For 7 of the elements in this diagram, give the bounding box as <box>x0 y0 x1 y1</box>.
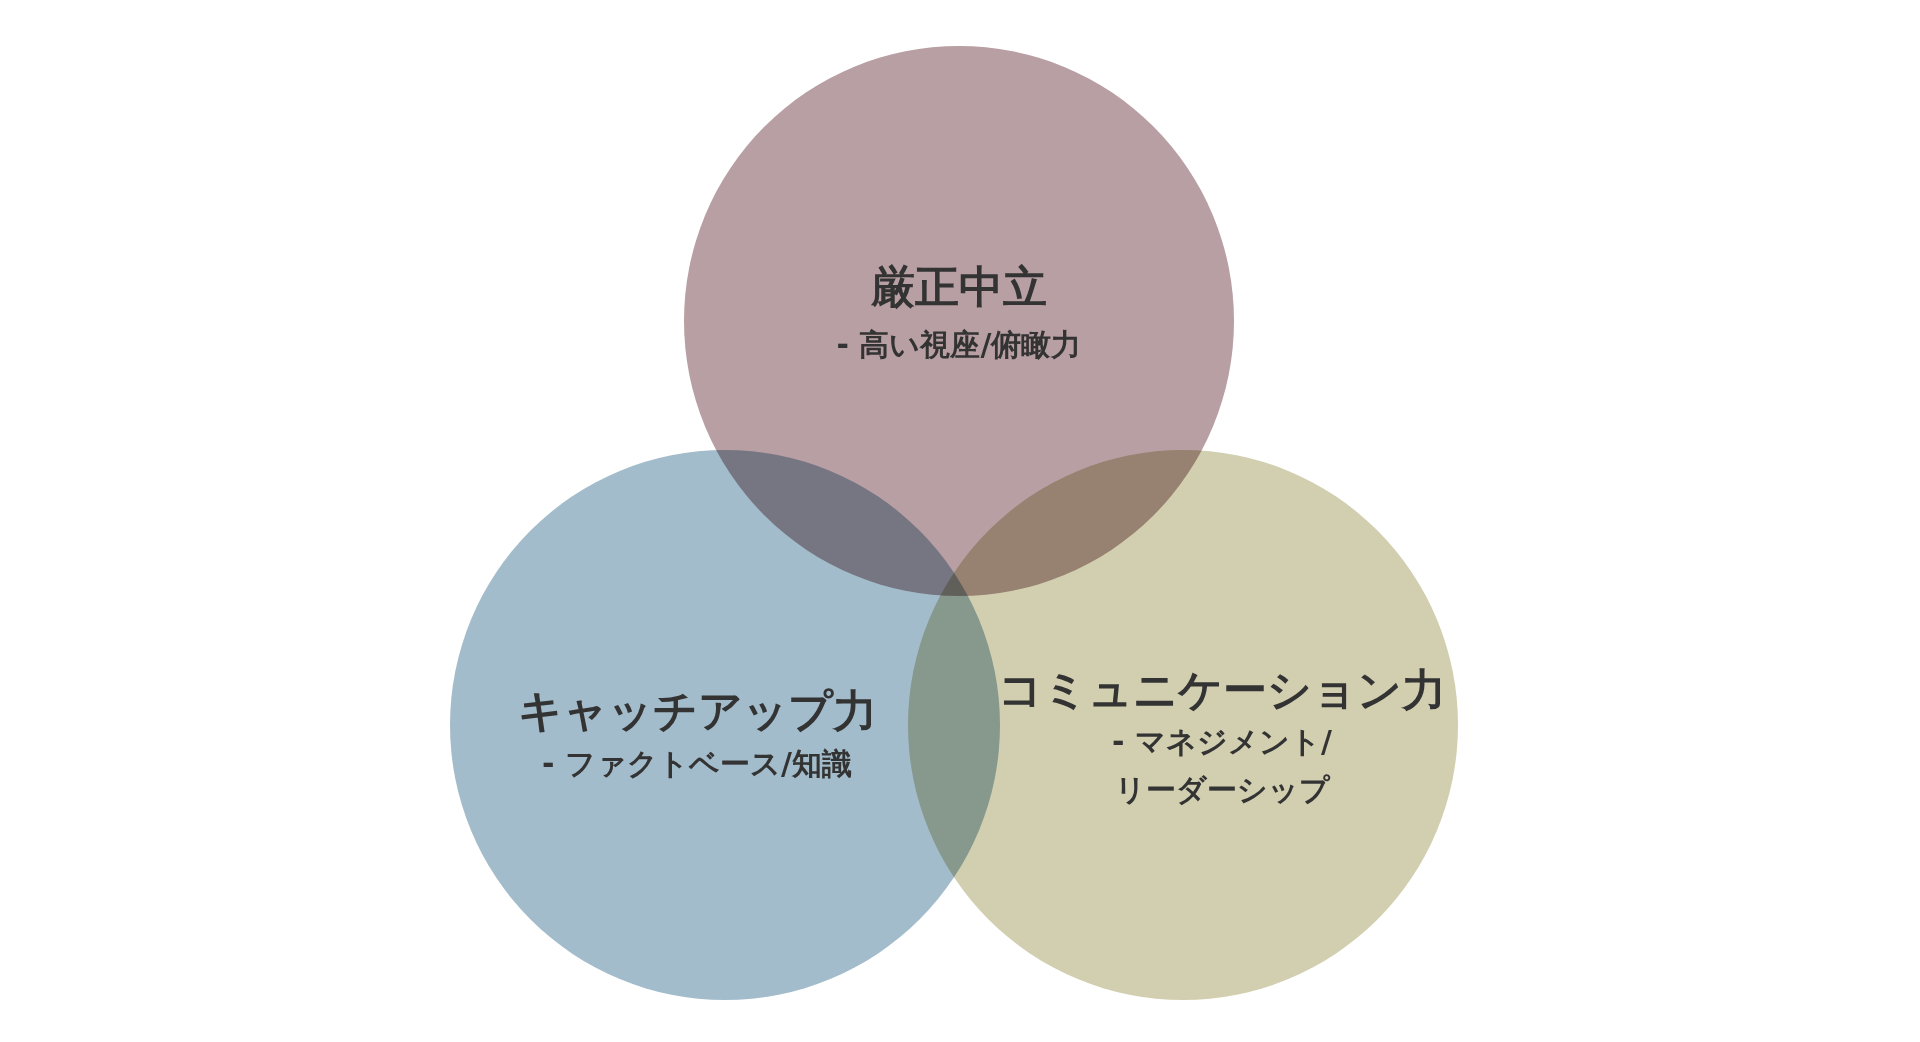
circle-subtitle: - 高い視座/俯瞰力 <box>836 326 1082 364</box>
circle-heading: 厳正中立 <box>871 261 1047 314</box>
circle-heading: キャッチアップ力 <box>517 685 877 738</box>
circle-heading: コミュニケーション力 <box>998 664 1446 717</box>
venn-circle <box>908 450 1458 1000</box>
circle-subtitle: - マネジメント/リーダーシップ <box>1111 723 1333 809</box>
circle-subtitle: - ファクトベース/知識 <box>542 745 852 783</box>
